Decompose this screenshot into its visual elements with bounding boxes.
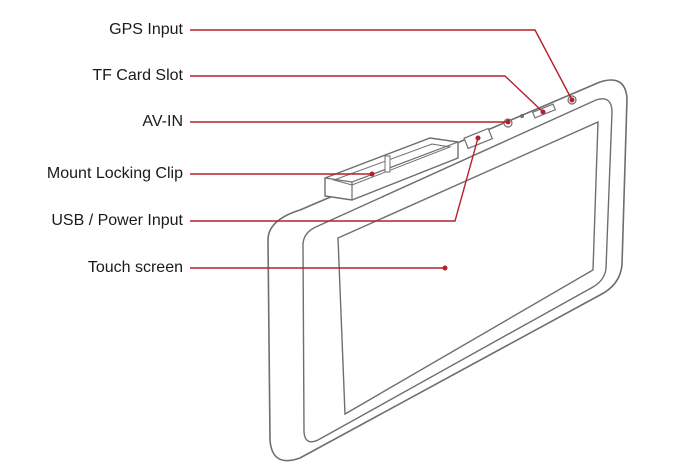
- leader-lines: [190, 29, 573, 269]
- label-mount-locking-clip: Mount Locking Clip: [46, 165, 183, 182]
- label-av-in: AV-IN: [142, 113, 183, 130]
- label-touch-screen: Touch screen: [87, 259, 183, 276]
- label-tf-card-slot: TF Card Slot: [92, 67, 183, 84]
- leader-usb-power-input: [190, 137, 479, 222]
- label-gps-input: GPS Input: [109, 21, 183, 38]
- leader-tf-card-slot: [190, 75, 544, 113]
- label-usb-power-input: USB / Power Input: [51, 212, 183, 229]
- leader-endpoints: [369, 97, 575, 271]
- touch-screen-area: [337, 120, 599, 416]
- mount-locking-clip: [324, 137, 459, 201]
- leader-gps-input: [190, 29, 573, 101]
